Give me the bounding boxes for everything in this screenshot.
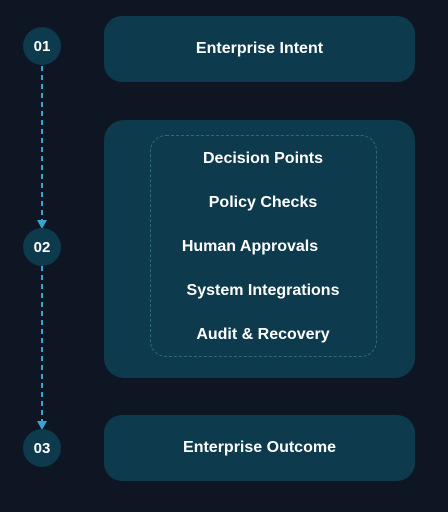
process-steps-panel: Decision Points Policy Checks Human Appr… xyxy=(104,120,415,378)
enterprise-intent-label: Enterprise Intent xyxy=(195,40,324,57)
decision-points-item: Decision Points xyxy=(202,150,324,167)
audit-recovery-item: Audit & Recovery xyxy=(196,326,330,343)
policy-checks-item: Policy Checks xyxy=(208,194,318,211)
enterprise-intent-box: Enterprise Intent xyxy=(104,16,415,82)
enterprise-outcome-box: Enterprise Outcome xyxy=(104,415,415,481)
human-approvals-item: Human Approvals xyxy=(181,238,319,255)
step-number-03: 03 xyxy=(23,429,61,467)
process-steps-dashed-frame xyxy=(150,135,377,357)
arrow-head-2 xyxy=(37,421,47,430)
enterprise-outcome-label: Enterprise Outcome xyxy=(183,439,336,456)
step-number-01: 01 xyxy=(23,27,61,65)
step-number-02: 02 xyxy=(23,228,61,266)
system-integrations-item: System Integrations xyxy=(186,282,340,299)
arrow-head-1 xyxy=(37,220,47,229)
